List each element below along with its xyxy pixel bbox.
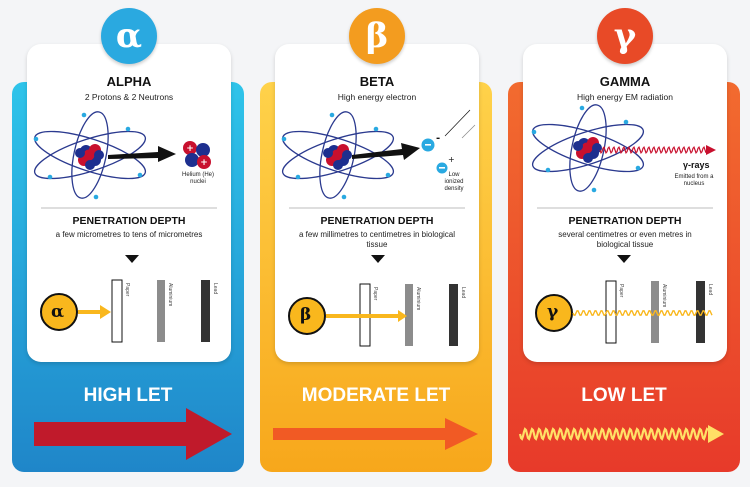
beta-depth-pointer	[371, 255, 385, 263]
alpha-source-symbol: α	[51, 302, 65, 322]
gamma-particle-label: Emitted from a nucleus	[674, 174, 714, 187]
alpha-symbol-badge: α	[101, 8, 157, 64]
gamma-beam-wave	[572, 310, 713, 316]
gamma-source-symbol: γ	[547, 302, 559, 322]
beta-aluminium-label: Aluminium	[415, 287, 421, 311]
alpha-let-label: HIGH LET	[83, 385, 173, 406]
gamma-penetration-title: PENETRATION DEPTH	[568, 215, 682, 227]
beta-symbol-badge: β	[349, 8, 405, 64]
alpha-title: ALPHA	[106, 74, 152, 89]
helium-nucleus-icon: + +	[183, 141, 211, 169]
beta-lead-label: Lead	[460, 287, 466, 299]
beta-title: BETA	[359, 74, 395, 89]
alpha-depth-pointer	[125, 255, 139, 263]
gamma-atom-icon	[527, 100, 649, 196]
gamma-lead-label: Lead	[707, 284, 713, 296]
high-let-arrow-icon	[34, 408, 232, 460]
gamma-wave-arrowhead	[706, 145, 716, 155]
alpha-lead-label: Lead	[212, 283, 218, 295]
beta-particle-label: Low ionized density	[444, 172, 464, 192]
gamma-let-label: LOW LET	[581, 385, 667, 406]
gamma-penetration-text: several centimetres or even metres in bi…	[558, 230, 692, 249]
alpha-beam-arrow	[78, 305, 111, 319]
gamma-symbol-badge: γ	[597, 8, 653, 64]
gamma-aluminium-label: Aluminium	[661, 284, 667, 308]
svg-text:+: +	[448, 155, 455, 164]
gamma-rays-label: γ-rays	[683, 160, 710, 170]
gamma-title: GAMMA	[599, 74, 651, 89]
low-let-wave-icon	[518, 427, 709, 441]
beta-source-icon	[288, 297, 326, 335]
beta-beam-arrow	[326, 310, 407, 322]
svg-text:-: -	[436, 133, 440, 144]
svg-text:+: +	[200, 158, 208, 168]
alpha-particle-label: Helium (He) nuclei	[181, 172, 214, 185]
beta-penetration-text: a few millimetres to centimetres in biol…	[298, 230, 456, 249]
alpha-penetration-title: PENETRATION DEPTH	[72, 215, 186, 227]
beta-subtitle: High energy electron	[337, 92, 417, 102]
alpha-subtitle: 2 Protons & 2 Neutrons	[84, 92, 174, 102]
gamma-paper-label: Paper	[618, 284, 624, 298]
electron-icon: - +	[421, 109, 476, 174]
alpha-paper-label: Paper	[124, 283, 130, 297]
gamma-emission-wave	[599, 146, 707, 154]
beta-source-symbol: β	[300, 305, 312, 325]
alpha-source-icon	[40, 293, 78, 331]
alpha-emission-arrow	[108, 146, 176, 162]
low-let-arrowhead	[708, 425, 724, 443]
beta-emission-arrow	[352, 143, 420, 160]
beta-let-label: MODERATE LET	[301, 385, 451, 406]
alpha-barriers	[111, 279, 210, 343]
gamma-depth-pointer	[617, 255, 631, 263]
gamma-subtitle: High energy EM radiation	[577, 92, 673, 102]
svg-text:+: +	[186, 144, 194, 154]
alpha-penetration-text: a few micrometres to tens of micrometres	[55, 230, 203, 239]
gamma-source-icon	[535, 294, 573, 332]
beta-paper-label: Paper	[372, 287, 378, 301]
moderate-let-arrow-icon	[273, 418, 478, 450]
alpha-aluminium-label: Aluminium	[167, 283, 173, 307]
beta-penetration-title: PENETRATION DEPTH	[320, 215, 434, 227]
